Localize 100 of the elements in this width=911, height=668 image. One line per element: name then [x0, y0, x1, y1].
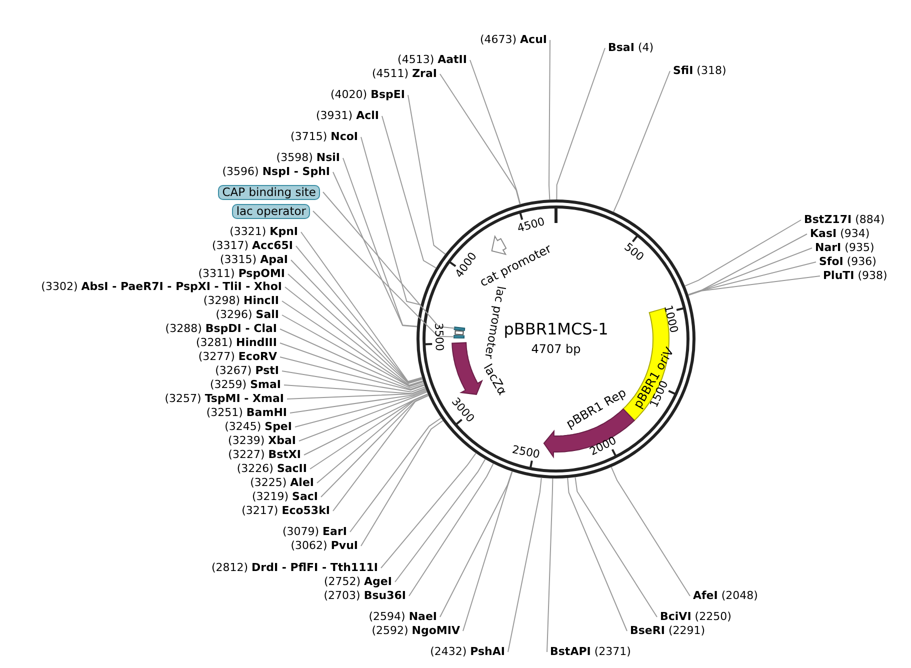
enzyme-site-label: SfoI (936) [819, 255, 876, 269]
leader-line [508, 477, 542, 652]
leader-line [567, 478, 628, 632]
enzyme-site-label: (3321) KpnI [230, 225, 298, 239]
leader-line [280, 342, 425, 390]
enzyme-site-label: (3302) AbsI - PaeR7I - PspXI - TliI - XhoI [41, 280, 282, 294]
leader-line [408, 94, 446, 255]
leader-line [382, 116, 436, 268]
enzyme-site-label: (2703) Bsu36I [324, 589, 406, 603]
enzyme-site-label: (4513) AatII [398, 53, 467, 67]
leader-line [613, 70, 670, 212]
scale-label: 3500 [432, 322, 446, 351]
enzyme-site-label: BciVI (2250) [660, 610, 732, 624]
feature-label: CAP binding site [218, 185, 320, 200]
leader-line [350, 418, 442, 532]
enzyme-site-label: (3062) PvuI [290, 539, 358, 553]
leader-line [548, 40, 550, 200]
leader-line [282, 300, 424, 387]
leader-line [304, 393, 428, 456]
leader-line [574, 476, 658, 618]
leader-line [280, 328, 424, 388]
enzyme-site-label: (3267) PstI [215, 364, 279, 378]
leader-line [320, 394, 429, 498]
leader-line [440, 74, 520, 205]
leader-line [286, 388, 426, 400]
enzyme-site-label: (3598) NsiI [276, 151, 340, 165]
leader-line [322, 192, 456, 329]
leader-line [280, 356, 425, 391]
enzyme-site-label: (3239) XbaI [228, 434, 296, 448]
enzyme-site-label: (3288) BspDI - ClaI [165, 322, 277, 336]
feature-mark [453, 326, 466, 331]
enzyme-site-label: (3311) PspOMI [198, 267, 285, 281]
enzyme-site-label: (3277) EcoRV [198, 350, 277, 364]
enzyme-site-label: SfiI (318) [673, 64, 726, 78]
enzyme-site-label: (3225) AleI [250, 476, 314, 490]
enzyme-site-label: (2752) AgeI [324, 575, 392, 589]
enzyme-site-label: (3315) ApaI [220, 253, 288, 267]
leader-line [688, 234, 808, 296]
leader-line [688, 248, 812, 296]
enzyme-site-label: AfeI (2048) [693, 589, 758, 603]
leader-line [342, 158, 418, 327]
leader-line [298, 391, 428, 442]
leader-line [610, 466, 690, 596]
enzyme-site-label: (3715) NcoI [290, 130, 358, 144]
enzyme-site-label: (3298) HincII [203, 294, 279, 308]
enzyme-site-label: (3257) TspMI - XmaI [164, 392, 284, 406]
leader-line [684, 220, 802, 286]
scale-label: 500 [622, 240, 646, 264]
plasmid-ring [416, 200, 696, 478]
enzyme-site-label: (3219) SacI [252, 490, 318, 504]
enzyme-site-label: (2592) NgoMIV [372, 624, 460, 638]
enzyme-site-label: (3227) BstXI [228, 448, 301, 462]
scale-label: 2000 [587, 434, 618, 458]
enzyme-site-label: (2812) DrdI - PflFI - Tth111I [211, 561, 378, 575]
leader-line [282, 314, 424, 387]
leader-line [282, 370, 426, 393]
leader-line [312, 210, 454, 338]
leader-line [470, 60, 521, 205]
leader-line [284, 286, 424, 386]
leader-line [332, 172, 418, 328]
leader-line [360, 420, 444, 546]
enzyme-site-label: (3217) Eco53kI [242, 504, 330, 518]
enzyme-site-label: BstZ17I (884) [804, 213, 885, 227]
enzyme-site-label: BseRI (2291) [630, 624, 706, 638]
enzyme-site-label: (3245) SpeI [224, 420, 292, 434]
enzyme-site-label: (3259) SmaI [210, 378, 281, 392]
enzyme-site-label: (4511) ZraI [372, 67, 437, 81]
leader-line [332, 395, 429, 512]
leader-line [380, 452, 476, 568]
enzyme-site-label: (3251) BamHI [206, 406, 287, 420]
scale-label: 2500 [511, 443, 542, 462]
leader-line [294, 390, 427, 428]
enzyme-site-label: PluTI (938) [823, 269, 888, 283]
enzyme-site-label: (3296) SalI [216, 308, 279, 322]
enzyme-site-label: BsaI (4) [608, 41, 654, 55]
leader-line [310, 394, 428, 470]
scale-label: 4500 [516, 214, 546, 235]
enzyme-site-label: (4673) AcuI [480, 33, 547, 47]
leader-line [688, 276, 820, 296]
enzyme-site-label: KasI (934) [810, 227, 870, 241]
leader-line [440, 470, 512, 618]
leader-line [360, 136, 422, 306]
enzyme-site-label: (3079) EarI [282, 525, 347, 539]
leader-line [284, 384, 426, 394]
sequence-length: 4707 bp [531, 342, 581, 356]
leader-line [688, 262, 816, 296]
enzyme-site-label: NarI (935) [815, 241, 874, 255]
enzyme-site-label: (2432) PshAI [430, 645, 505, 659]
enzyme-site-label: (2594) NaeI [368, 610, 437, 624]
leader-line [556, 48, 606, 200]
enzyme-site-label: (4020) BspEI [330, 88, 405, 102]
enzyme-site-label: (3931) AclI [316, 109, 379, 123]
enzyme-site-label: (3596) NspI - SphI [222, 165, 330, 179]
enzyme-site-label: (3281) HindIII [196, 336, 277, 350]
enzyme-site-label: BstAPI (2371) [550, 645, 631, 659]
plasmid-name: pBBR1MCS-1 [504, 320, 608, 338]
enzyme-site-label: (3226) SacII [236, 462, 307, 476]
feature-label: lac operator [232, 204, 310, 219]
leader-line [462, 471, 513, 632]
leader-line [290, 389, 427, 414]
